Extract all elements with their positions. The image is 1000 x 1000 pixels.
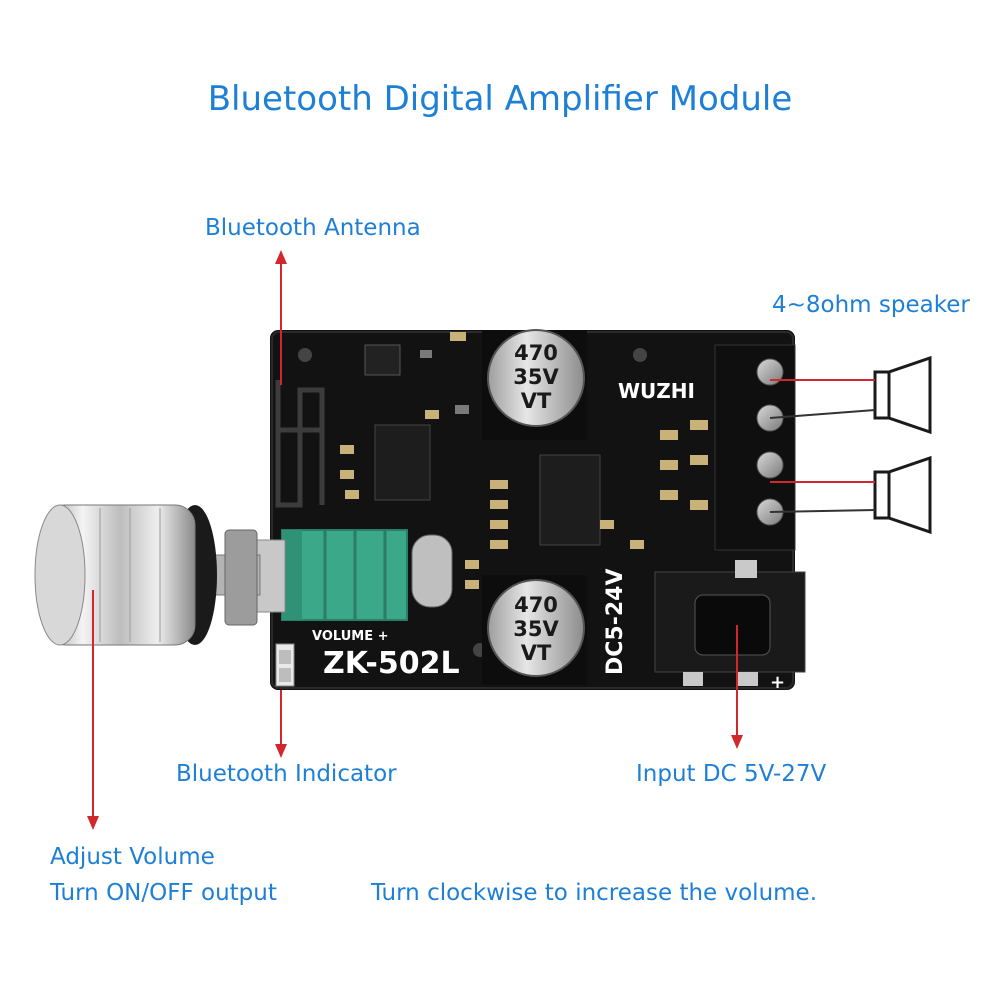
turn-on-off-label: Turn ON/OFF output [50, 880, 277, 906]
speaker-wires [769, 379, 876, 513]
capacitor-bottom: 470 35V VT [482, 575, 587, 685]
indicator-label: Bluetooth Indicator [176, 761, 397, 787]
diagram-title: Bluetooth Digital Amplifier Module [207, 79, 793, 119]
potentiometer [254, 529, 408, 621]
antenna-trace [275, 380, 325, 508]
capacitor-bottom-value: 470 [514, 593, 558, 617]
volume-label: VOLUME + [312, 629, 389, 644]
speaker-icon-bottom [873, 455, 932, 535]
model-label: ZK-502L [323, 646, 460, 681]
capacitor-bottom-series: VT [521, 641, 552, 665]
capacitor-top-series: VT [521, 389, 552, 413]
clockwise-note: Turn clockwise to increase the volume. [371, 880, 818, 906]
capacitor-top-voltage: 35V [513, 365, 559, 389]
knob-shaft [199, 529, 261, 626]
annotation-arrows [87, 250, 743, 830]
antenna-label: Bluetooth Antenna [205, 215, 421, 241]
speaker-terminal-block [714, 344, 796, 551]
speaker-label: 4~8ohm speaker [772, 292, 970, 318]
capacitor-bottom-voltage: 35V [513, 617, 559, 641]
smd-components [340, 332, 708, 608]
dc-power-jack [654, 560, 806, 686]
brand-label: WUZHI [618, 379, 695, 403]
input-dc-label: Input DC 5V-27V [636, 761, 827, 787]
speaker-icon-top [873, 355, 932, 435]
voltage-label: DC5-24V [603, 569, 628, 676]
volume-knob [34, 504, 217, 646]
capacitor-top: 470 35V VT [482, 329, 587, 440]
plus-mark: + [770, 672, 785, 693]
adjust-volume-label: Adjust Volume [50, 844, 215, 870]
bluetooth-indicator-led [275, 643, 295, 687]
capacitor-top-value: 470 [514, 341, 558, 365]
